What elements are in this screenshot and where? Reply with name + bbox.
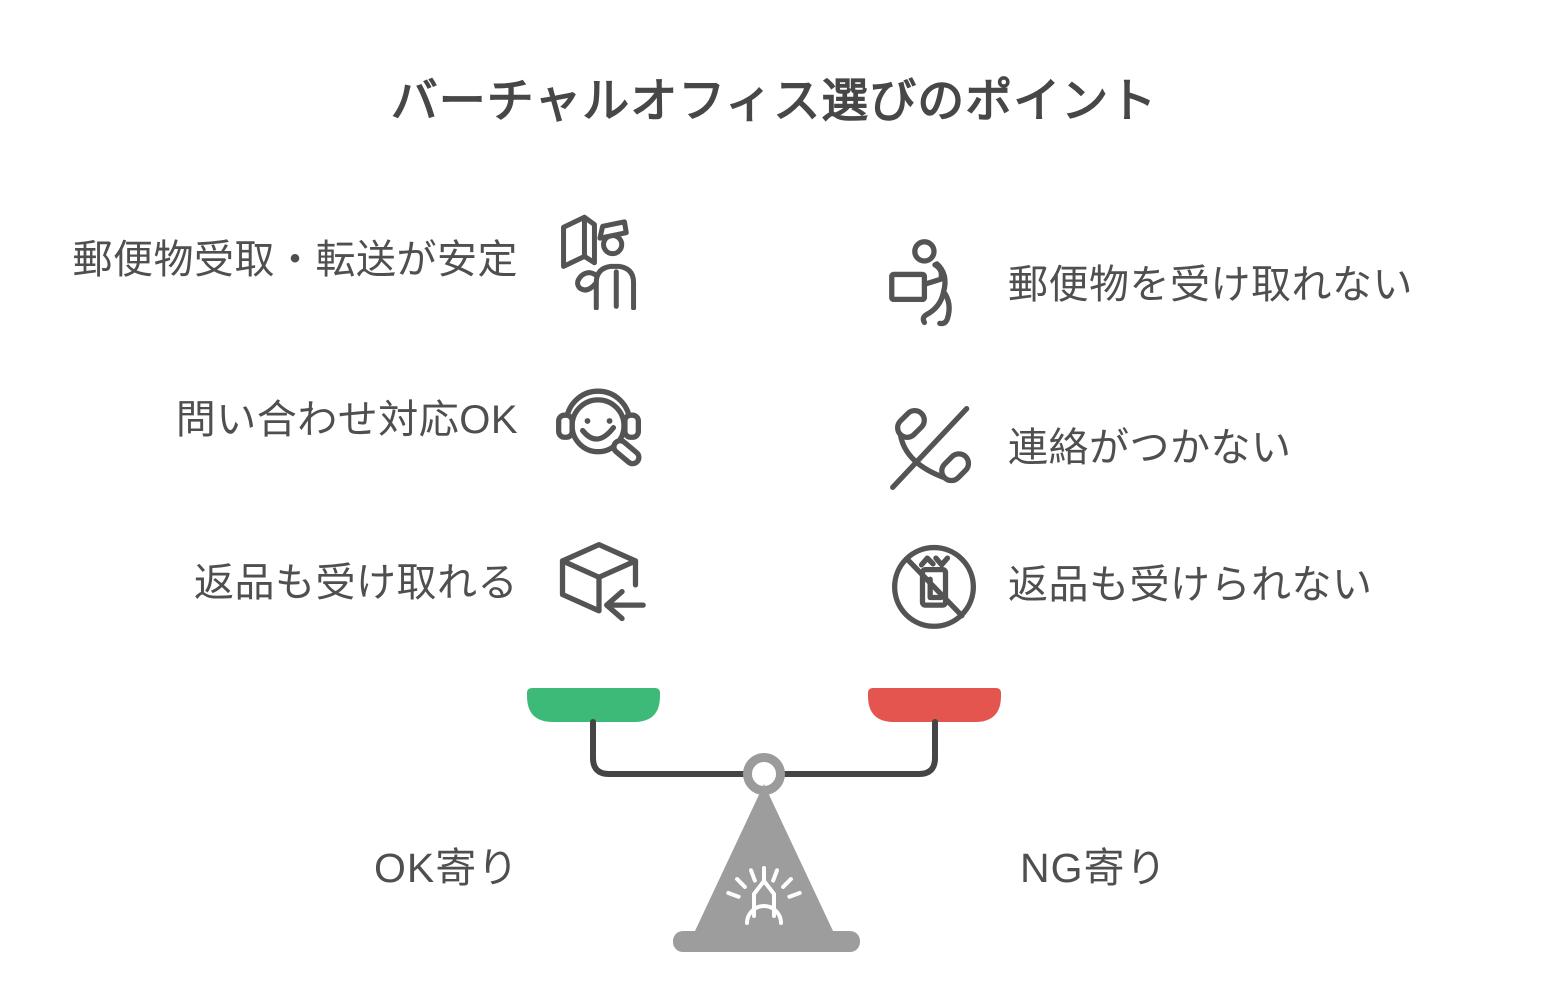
stand-base xyxy=(673,931,860,952)
row-inquiry-ok: 問い合わせ対応OK xyxy=(70,370,647,470)
package-prohibited-icon xyxy=(886,535,982,635)
smile xyxy=(580,425,617,442)
lamp-ray xyxy=(781,877,793,889)
row-returns-ok: 返品も受け取れる xyxy=(70,533,647,633)
headset-band xyxy=(563,388,633,426)
gift-bow-left xyxy=(918,555,936,568)
lamp-ray xyxy=(735,877,747,889)
slash-line xyxy=(890,406,970,490)
carrier-head xyxy=(912,239,937,264)
row-mail-stable: 郵便物受取・転送が安定 xyxy=(70,210,647,310)
lamp-ray xyxy=(771,868,779,883)
prohibit-slash xyxy=(904,556,965,619)
return-arrow-head xyxy=(604,589,625,622)
row-label: 返品も受けられない xyxy=(1008,563,1373,607)
headset-right-pad xyxy=(622,412,641,440)
ok-side-label: OK寄り xyxy=(374,845,520,891)
gift-bow-right xyxy=(933,555,951,568)
beam-right xyxy=(775,719,938,777)
row-no-contact: 連絡がつかない xyxy=(886,398,1292,498)
page-title: バーチャルオフィス選びのポイント xyxy=(390,74,1158,127)
letter-right-panel xyxy=(581,214,597,266)
ok-pan xyxy=(527,688,660,722)
letter-left-panel xyxy=(561,214,587,269)
ng-side-label: NG寄り xyxy=(1020,845,1168,891)
return-package-icon xyxy=(551,533,647,633)
headset-left-pad xyxy=(556,412,575,440)
carrier-back-leg xyxy=(937,289,952,327)
box-left-face xyxy=(559,558,602,614)
lamp-ray xyxy=(726,891,741,899)
right-eye xyxy=(606,418,613,424)
lamp-ray xyxy=(749,868,757,883)
left-eye xyxy=(584,418,591,424)
prohibit-circle xyxy=(892,544,976,629)
mic-handle xyxy=(611,438,642,467)
support-headset-face-icon xyxy=(551,370,647,470)
balance-scale xyxy=(527,688,1001,952)
carrier-torso xyxy=(934,261,948,295)
phone-disconnected-icon xyxy=(886,398,982,498)
stand-triangle xyxy=(695,784,833,931)
ng-pan xyxy=(868,688,1001,722)
postman-extended-arm xyxy=(575,270,599,293)
gift-box xyxy=(919,567,949,608)
row-no-mail: 郵便物を受け取れない xyxy=(886,235,1413,335)
row-label: 郵便物を受け取れない xyxy=(1008,263,1413,307)
row-label: 返品も受け取れる xyxy=(194,561,518,605)
mail-delivery-person-icon xyxy=(551,210,647,310)
beam-left xyxy=(590,719,753,777)
carrier-front-leg xyxy=(920,289,947,326)
alert-lamp-icon xyxy=(726,866,802,925)
row-label: 郵便物受取・転送が安定 xyxy=(72,238,518,282)
row-label: 連絡がつかない xyxy=(1008,426,1292,470)
row-no-returns: 返品も受けられない xyxy=(886,535,1373,635)
carried-box xyxy=(889,271,928,303)
row-label: 問い合わせ対応OK xyxy=(175,398,518,442)
handset-handle xyxy=(897,431,948,481)
lamp-base-arc xyxy=(745,904,783,925)
box-top xyxy=(559,541,639,580)
postman-cap xyxy=(597,219,629,241)
person-carrying-away-box-icon xyxy=(886,235,982,335)
lamp-ray xyxy=(787,891,802,899)
